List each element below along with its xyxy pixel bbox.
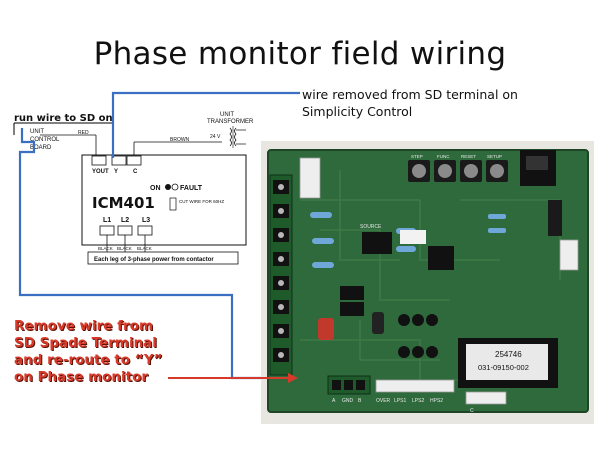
line-color-l1: BLACK bbox=[98, 246, 113, 251]
circuit-board: SOURCE STEP FUNC RESET SETUP bbox=[261, 141, 594, 424]
line-color-l3: BLACK bbox=[137, 246, 152, 251]
terminal-l3 bbox=[137, 225, 153, 236]
blue-wire-reroute bbox=[18, 128, 300, 380]
terminal-label-c: C bbox=[133, 169, 138, 175]
schematic: UNIT CONTROL BOARD RED BROWN UNIT TRANSF… bbox=[13, 112, 254, 265]
button-label-func: FUNC bbox=[437, 154, 450, 159]
ucb-label-2: CONTROL bbox=[30, 137, 60, 143]
bottom-label-over: OVER bbox=[376, 398, 391, 404]
capacitors bbox=[398, 314, 438, 358]
ucb-label-3: BOARD bbox=[30, 145, 52, 151]
bottom-label-b: B bbox=[358, 398, 362, 404]
button-label-reset: RESET bbox=[461, 154, 476, 159]
capacitor-large bbox=[372, 312, 384, 334]
red-instruction-note: Remove wire from SD Spade Terminal and r… bbox=[14, 318, 180, 386]
sticker bbox=[400, 230, 426, 244]
line-label-l3: L3 bbox=[142, 217, 150, 224]
terminal-y bbox=[111, 155, 127, 166]
ucb-label-1: UNIT bbox=[30, 129, 44, 135]
bottom-label-lps2: LPS2 bbox=[412, 398, 424, 404]
black-block-2 bbox=[340, 302, 364, 316]
bottom-label-hps2: HPS2 bbox=[430, 398, 443, 404]
fault-label: FAULT bbox=[180, 185, 203, 192]
terminal-label-yout: YOUT bbox=[92, 169, 109, 175]
volt-label: 24 V bbox=[210, 134, 221, 140]
button-label-step: STEP bbox=[411, 154, 423, 159]
bottom-label-gnd: GND bbox=[342, 398, 354, 404]
transformer-label-1: UNIT bbox=[220, 112, 234, 118]
red-wire-label: RED bbox=[78, 130, 89, 136]
on-label: ON bbox=[150, 185, 161, 192]
red-arrow bbox=[168, 373, 298, 383]
transformer-label-2: TRANSFORMER bbox=[207, 119, 254, 125]
relay-label-1: 254746 bbox=[495, 350, 522, 359]
ic-chip bbox=[362, 232, 392, 254]
relay-label-sticker bbox=[466, 344, 548, 380]
cut-wire-jumper-icon bbox=[169, 197, 177, 211]
black-block-1 bbox=[340, 286, 364, 300]
bottom-label-c: C bbox=[470, 408, 474, 414]
red-note-line-1: Remove wire from bbox=[14, 318, 154, 334]
on-led-icon bbox=[165, 184, 171, 190]
resistors bbox=[310, 212, 506, 268]
blue-wire-removed bbox=[111, 91, 300, 158]
brown-wire-label: BROWN bbox=[170, 137, 190, 143]
power-note-box bbox=[87, 251, 239, 265]
terminal-yout bbox=[91, 155, 107, 166]
transformer-icon bbox=[229, 126, 246, 148]
red-note-line-2: SD Spade Terminal bbox=[14, 335, 157, 351]
red-capacitor bbox=[318, 318, 334, 340]
microcontroller-chip bbox=[428, 246, 454, 270]
line-label-l2: L2 bbox=[121, 217, 129, 224]
button-label-setup: SETUP bbox=[487, 154, 502, 159]
bottom-label-a: A bbox=[332, 398, 336, 404]
red-note-line-4: on Phase monitor bbox=[14, 369, 149, 385]
page-title: Phase monitor field wiring bbox=[93, 36, 507, 72]
callout-line-1: wire removed from SD terminal on bbox=[302, 87, 518, 102]
power-note: Each leg of 3-phase power from contactor bbox=[94, 257, 214, 263]
terminal-l2 bbox=[117, 225, 133, 236]
chip-label: SOURCE bbox=[360, 224, 382, 230]
bottom-terminal-block bbox=[327, 375, 507, 405]
terminal-c bbox=[126, 155, 142, 166]
white-connector-top bbox=[299, 157, 321, 199]
terminal-label-y: Y bbox=[114, 169, 118, 175]
model-label: ICM401 bbox=[92, 194, 155, 212]
header-pins bbox=[548, 200, 562, 236]
line-label-l1: L1 bbox=[103, 217, 111, 224]
bottom-label-lps1: LPS1 bbox=[394, 398, 406, 404]
callout-line-2: Simplicity Control bbox=[302, 104, 413, 119]
callout-run-wire: run wire to SD on bbox=[14, 113, 113, 124]
white-connector-right bbox=[559, 239, 579, 271]
model-note: CUT WIRE FOR 60HZ bbox=[179, 199, 224, 204]
relay-label-2: 031-09150-002 bbox=[478, 363, 529, 372]
line-color-l2: BLACK bbox=[117, 246, 132, 251]
terminal-l1 bbox=[99, 225, 115, 236]
callout-wire-removed: wire removed from SD terminal on Simplic… bbox=[302, 86, 518, 120]
left-terminal-block bbox=[269, 174, 293, 376]
fault-led-icon bbox=[171, 183, 179, 191]
push-buttons bbox=[408, 160, 508, 182]
red-note-line-3: and re-route to “Y” bbox=[14, 352, 163, 368]
